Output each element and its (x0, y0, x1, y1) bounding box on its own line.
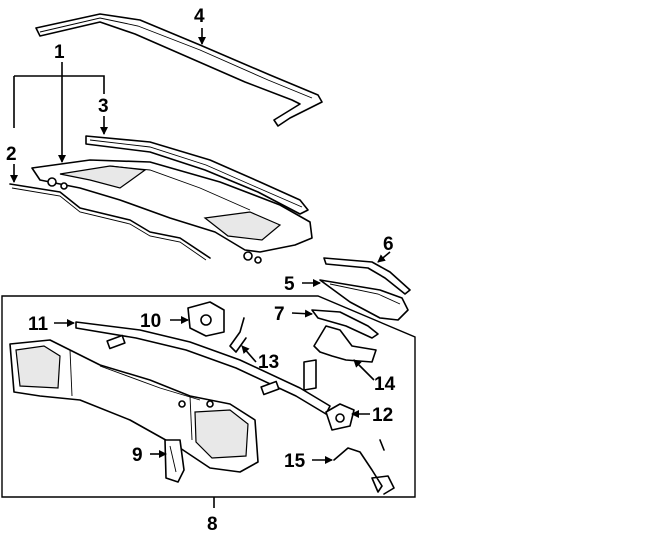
callout-3: 3 (98, 96, 109, 117)
callout-labels: 4 1 3 2 6 5 7 11 10 13 14 12 9 15 8 (6, 6, 396, 535)
callout-2: 2 (6, 144, 17, 165)
callout-12: 12 (372, 405, 393, 426)
part-1-panel[interactable] (31, 159, 313, 264)
callout-13: 13 (258, 352, 279, 373)
callout-14: 14 (374, 374, 396, 395)
part-9-bracket[interactable] (164, 439, 185, 483)
callout-5: 5 (284, 274, 295, 295)
part-14-bracket[interactable] (303, 325, 377, 391)
part-15-cable[interactable] (333, 439, 395, 495)
part-2-rod[interactable] (9, 183, 211, 259)
callout-11: 11 (28, 314, 49, 335)
part-6-strip[interactable] (323, 257, 411, 295)
callout-1: 1 (54, 42, 65, 63)
callout-6: 6 (383, 234, 394, 255)
part-10-bracket[interactable] (187, 301, 225, 337)
callout-8: 8 (207, 514, 218, 535)
assembly-frame (1, 295, 416, 498)
callout-4: 4 (194, 6, 205, 27)
callout-9: 9 (132, 445, 143, 466)
part-8-frame[interactable] (9, 339, 259, 473)
part-12-plate[interactable] (325, 403, 355, 431)
part-3-seal[interactable] (85, 135, 309, 215)
part-7-arm[interactable] (311, 309, 379, 339)
part-5-bracket[interactable] (319, 279, 409, 321)
callout-7: 7 (274, 304, 285, 325)
part-13-link[interactable] (229, 317, 247, 353)
leader-lines (10, 28, 391, 508)
callout-10: 10 (140, 311, 161, 332)
callout-15: 15 (284, 451, 306, 472)
part-4-weatherstrip[interactable] (35, 13, 323, 127)
